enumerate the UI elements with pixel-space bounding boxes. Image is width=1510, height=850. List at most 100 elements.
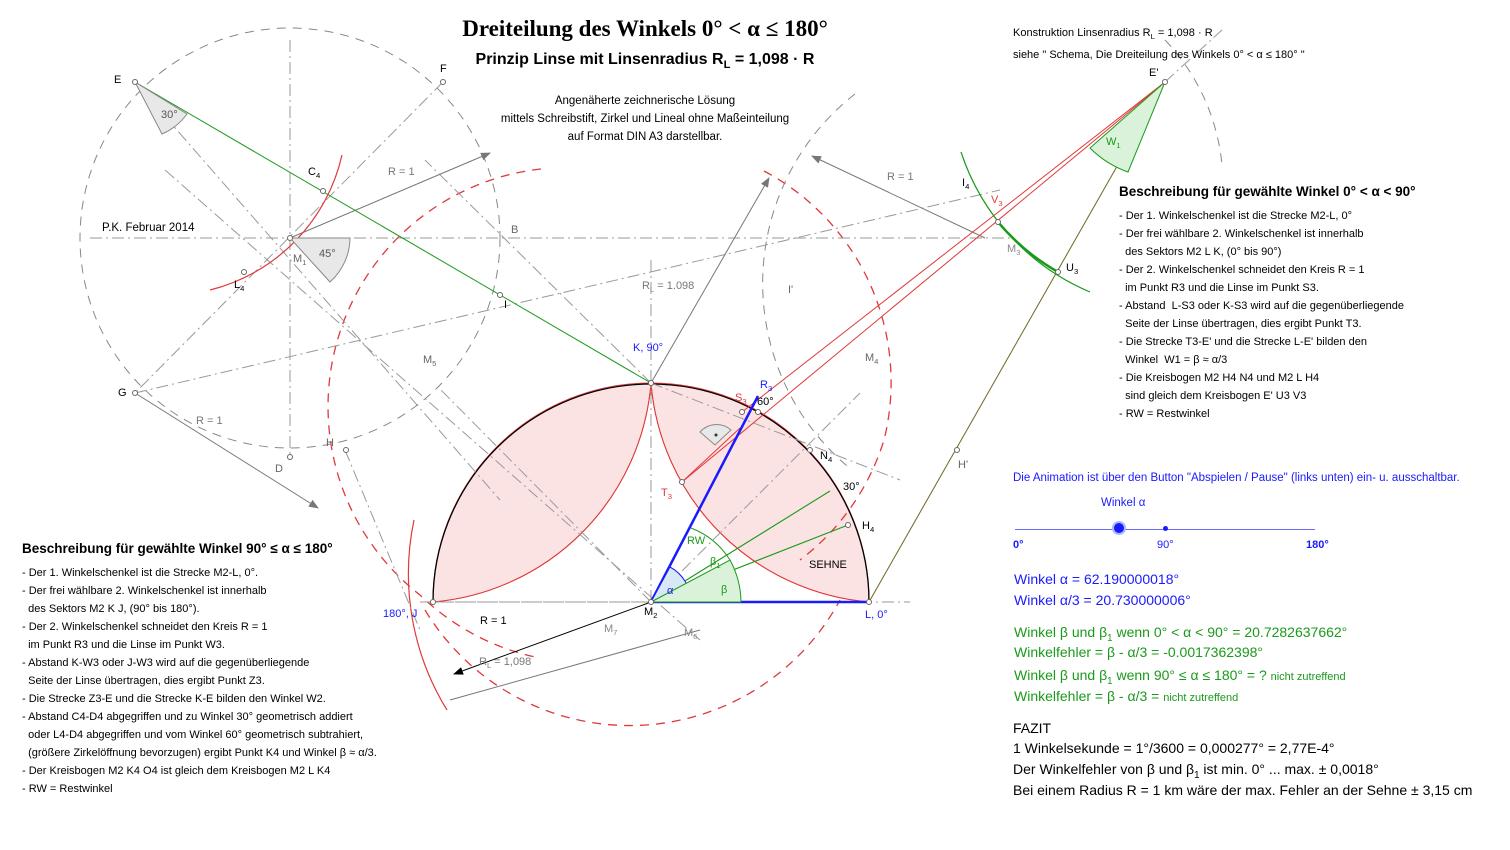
grey-arc-right: [762, 93, 856, 471]
slider-90-marker: [1163, 526, 1168, 531]
label-I4: I4: [962, 177, 970, 192]
label-Eprime: E': [1149, 67, 1159, 79]
desc-right-line: - Abstand L-S3 oder K-S3 wird auf die ge…: [1119, 300, 1404, 312]
intro-line-2: mittels Schreibstift, Zirkel und Lineal …: [500, 113, 790, 125]
desc-right-heading: Beschreibung für gewählte Winkel 0° < α …: [1119, 184, 1416, 199]
desc-left-line: oder L4-D4 abgegriffen und vom Winkel 60…: [22, 729, 364, 741]
alpha-slider-knob[interactable]: [1111, 521, 1126, 535]
fazit-line-3: Bei einem Radius R = 1 km wäre der max. …: [1013, 782, 1473, 798]
label-M5: M5: [423, 354, 437, 369]
fazit-heading: FAZIT: [1013, 720, 1052, 736]
desc-left-line: - Abstand C4-D4 abgegriffen und zu Winke…: [22, 711, 353, 723]
result-beta-ge90: Winkel β und β1 wenn 90° ≤ α ≤ 180° = ? …: [1014, 667, 1346, 687]
label-H4: H4: [862, 520, 875, 535]
label-F: F: [440, 63, 447, 75]
result-err-lt90: Winkelfehler = β - α/3 = -0.0017362398°: [1014, 644, 1263, 660]
desc-right-line: - Der 2. Winkelschenkel schneidet den Kr…: [1119, 264, 1365, 276]
label-I: I: [504, 299, 508, 311]
desc-left-line: - Die Strecke Z3-E und die Strecke K-E b…: [22, 693, 326, 705]
label-M4: M4: [865, 352, 879, 367]
slider-label: Winkel α: [1101, 497, 1146, 509]
label-L0: L, 0°: [865, 609, 888, 621]
dashed-red-arc-left: [327, 168, 542, 659]
desc-left: Beschreibung für gewählte Winkel 90° ≤ α…: [22, 541, 377, 798]
result-err-ge90: Winkelfehler = β - α/3 = nicht zutreffen…: [1014, 688, 1239, 704]
label-ang45: 45°: [319, 248, 336, 260]
label-U3: U3: [1066, 262, 1079, 277]
result-alpha: Winkel α = 62.190000018°: [1014, 571, 1180, 587]
angle-30-fill: [133, 80, 188, 135]
grey-circle-m1: [79, 27, 501, 449]
desc-right-line: - Der frei wählbare 2. Winkelschenkel is…: [1119, 228, 1364, 240]
desc-right: Beschreibung für gewählte Winkel 0° < α …: [1119, 184, 1416, 423]
label-W1: W1: [1106, 136, 1121, 151]
label-Hprime: H': [958, 459, 969, 471]
label-Iprime: I': [788, 284, 794, 296]
label-R1-b: R = 1: [196, 415, 223, 427]
label-M2: M2: [644, 606, 658, 621]
label-B: B: [511, 224, 519, 236]
desc-right-line: - Die Kreisbogen M2 H4 N4 und M2 L H4: [1119, 372, 1320, 384]
label-K90: K, 90°: [633, 342, 664, 354]
page-title: Dreiteilung des Winkels 0° < α ≤ 180°: [462, 16, 828, 41]
label-M7: M7: [604, 623, 618, 638]
fazit-line-1: 1 Winkelsekunde = 1°/3600 = 0,000277° = …: [1013, 740, 1335, 756]
label-R1-c: R = 1: [887, 171, 914, 183]
label-V3: V3: [991, 194, 1003, 209]
desc-left-line: Seite der Linse übertragen, dies ergibt …: [22, 675, 265, 687]
desc-left-line: - Der Kreisbogen M2 K4 O4 ist gleich dem…: [22, 765, 331, 777]
label-M1: M1: [293, 253, 307, 268]
label-RW: RW: [687, 535, 706, 547]
desc-right-line: - Die Strecke T3-E' und die Strecke L-E'…: [1119, 336, 1367, 348]
desc-right-line: - Der 1. Winkelschenkel ist die Strecke …: [1119, 210, 1353, 222]
label-RL-b: RL = 1,098: [479, 656, 532, 671]
label-ang30: 30°: [161, 109, 178, 121]
desc-left-heading: Beschreibung für gewählte Winkel 90° ≤ α…: [22, 541, 333, 556]
desc-left-line: - RW = Restwinkel: [22, 783, 113, 795]
fazit-line-2: Der Winkelfehler von β und β1 ist min. 0…: [1013, 761, 1379, 781]
slider-max-label: 180°: [1306, 539, 1329, 551]
label-beta: β: [721, 584, 728, 596]
label-G: G: [118, 387, 127, 399]
label-S3: S3: [735, 392, 747, 407]
label-sehne: SEHNE: [809, 559, 847, 571]
angle-w1-fill: [1089, 81, 1166, 173]
label-T3: T3: [661, 487, 673, 502]
label-M6: M6: [684, 627, 698, 642]
slider-min-label: 0°: [1013, 539, 1024, 551]
label-H: H: [326, 437, 334, 449]
desc-left-line: - Der frei wählbare 2. Winkelschenkel is…: [22, 585, 267, 597]
desc-right-line: - RW = Restwinkel: [1119, 408, 1210, 420]
desc-left-line: im Punkt R3 und die Linse im Punkt W3.: [22, 639, 225, 651]
page-subtitle: Prinzip Linse mit Linsenradius RL = 1,09…: [475, 51, 815, 72]
label-L4: L4: [234, 279, 245, 294]
grey-arc-topright: [1164, 39, 1223, 166]
desc-right-line: Winkel W1 = β ≈ α/3: [1119, 354, 1228, 366]
dashed-red-arc-right: [763, 170, 892, 561]
label-N4: N4: [820, 450, 833, 465]
green-arc-thick: [997, 221, 1059, 274]
result-alpha3: Winkel α/3 = 20.730000006°: [1014, 592, 1191, 608]
desc-left-line: - Abstand K-W3 oder J-W3 wird auf die ge…: [22, 657, 310, 669]
label-R1-d: R = 1: [480, 615, 507, 627]
desc-left-line: - Der 2. Winkelschenkel schneidet den Kr…: [22, 621, 268, 633]
label-beta1: β1: [710, 556, 721, 571]
desc-left-line: des Sektors M2 K J, (90° bis 180°).: [22, 603, 200, 615]
angle-beta-fill: [650, 559, 742, 603]
label-D: D: [275, 463, 283, 475]
red-arc-left-solid: [407, 519, 448, 711]
desc-right-line: Seite der Linse übertragen, dies ergibt …: [1119, 318, 1362, 330]
intro-line-1: Angenäherte zeichnerische Lösung: [554, 95, 736, 107]
label-C4: C4: [308, 166, 321, 181]
intro-line-3: auf Format DIN A3 darstellbar.: [567, 131, 723, 143]
construction-note: Konstruktion Linsenradius RL = 1,098 · R…: [1013, 27, 1305, 62]
label-J180: 180°, J: [383, 608, 418, 620]
angle-rw-fill: [690, 527, 731, 561]
label-ang60: 60°: [757, 396, 774, 408]
desc-right-line: im Punkt R3 und die Linse im Punkt S3.: [1119, 282, 1319, 294]
desc-left-line: - Der 1. Winkelschenkel ist die Strecke …: [22, 567, 259, 579]
desc-left-line: (größere Zirkelöffnung bevorzugen) ergib…: [22, 747, 377, 759]
label-ang30b: 30°: [843, 481, 860, 493]
label-RL-a: RL = 1.098: [642, 280, 695, 295]
